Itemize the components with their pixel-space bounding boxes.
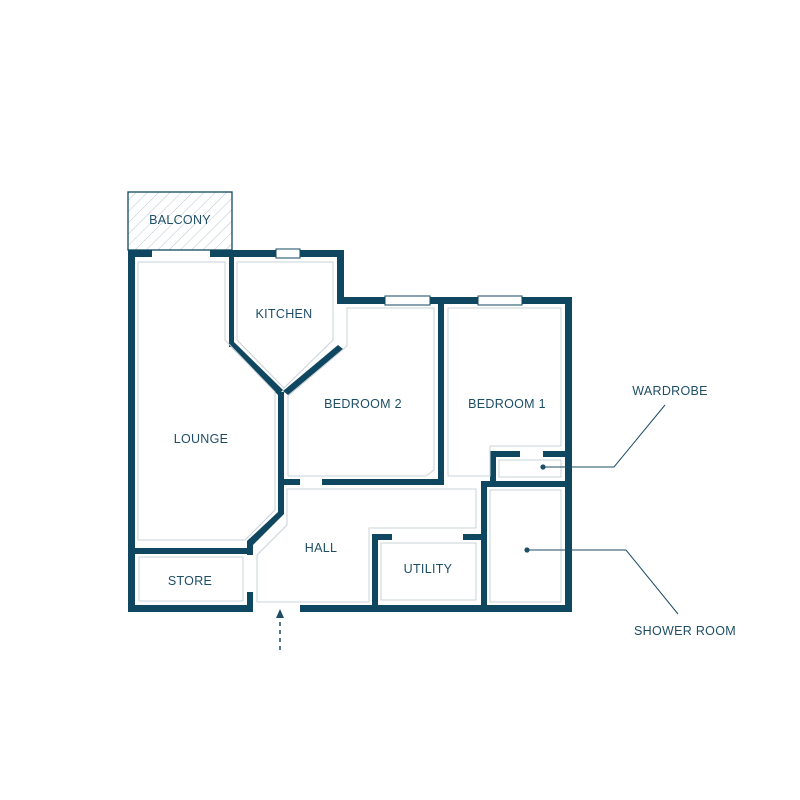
room-label-balcony: BALCONY	[149, 213, 211, 227]
entrance-arrow-icon	[276, 609, 284, 650]
room-outlines	[137, 261, 562, 603]
windows	[275, 248, 523, 306]
room-label-hall: HALL	[305, 541, 337, 555]
room-label-utility: UTILITY	[404, 562, 453, 576]
outer-walls	[128, 250, 572, 612]
internal-walls	[135, 257, 565, 612]
kitchen-window	[275, 248, 301, 259]
bedroom1-window	[477, 295, 523, 306]
room-label-lounge: LOUNGE	[174, 432, 229, 446]
wardrobe-leader	[540, 404, 666, 470]
room-label-bedroom-2: BEDROOM 2	[324, 397, 402, 411]
bedroom2-window	[384, 295, 431, 306]
room-label-kitchen: KITCHEN	[256, 307, 313, 321]
balcony	[127, 191, 233, 251]
shower-room-leader	[524, 547, 679, 615]
room-label-bedroom-1: BEDROOM 1	[468, 397, 546, 411]
room-label-store: STORE	[168, 574, 212, 588]
callout-label-wardrobe: WARDROBE	[632, 384, 708, 398]
callout-label-shower-room: SHOWER ROOM	[634, 624, 736, 638]
